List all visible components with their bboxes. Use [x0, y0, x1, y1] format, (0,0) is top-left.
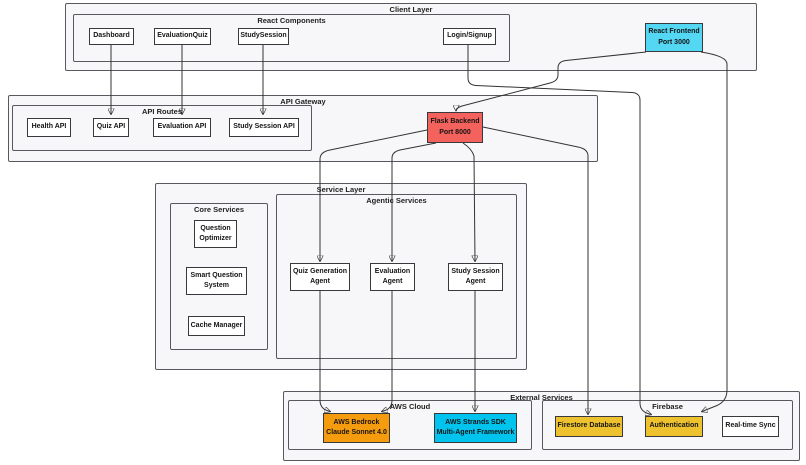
- api-routes-label: API Routes: [141, 107, 182, 116]
- node-login-signup: Login/Signup: [443, 28, 496, 45]
- aws-cloud-label: AWS Cloud: [389, 402, 431, 411]
- node-evaluation-quiz: EvaluationQuiz: [154, 28, 211, 45]
- node-authentication: Authentication: [645, 416, 703, 437]
- react-components-box: React Components: [73, 14, 510, 62]
- api-gateway-label: API Gateway: [280, 97, 326, 106]
- node-evaluation-api: Evaluation API: [153, 118, 211, 137]
- node-dashboard: Dashboard: [89, 28, 134, 45]
- node-health-api: Health API: [27, 118, 71, 137]
- firebase-label: Firebase: [652, 402, 683, 411]
- client-layer-label: Client Layer: [389, 5, 433, 14]
- core-services-label: Core Services: [193, 205, 245, 214]
- node-quiz-generation-agent: Quiz Generation Agent: [290, 263, 350, 291]
- node-question-optimizer: Question Optimizer: [194, 220, 237, 248]
- node-study-session-api: Study Session API: [229, 118, 299, 137]
- service-layer-label: Service Layer: [316, 185, 366, 194]
- node-firestore-database: Firestore Database: [555, 416, 623, 437]
- node-quiz-api: Quiz API: [93, 118, 129, 137]
- node-flask-backend: Flask Backend Port 8000: [427, 112, 483, 143]
- node-aws-strands-sdk: AWS Strands SDK Multi-Agent Framework: [434, 413, 517, 443]
- node-evaluation-agent: Evaluation Agent: [370, 263, 415, 291]
- edge-reactfrontend-authentication: [701, 51, 728, 412]
- react-components-label: React Components: [257, 16, 326, 25]
- node-study-session: StudySession: [238, 28, 289, 45]
- node-study-session-agent: Study Session Agent: [448, 263, 503, 291]
- node-cache-manager: Cache Manager: [188, 316, 245, 336]
- agentic-services-label: Agentic Services: [366, 196, 427, 205]
- node-smart-question-system: Smart Question System: [186, 267, 247, 295]
- node-react-frontend: React Frontend Port 3000: [645, 23, 703, 52]
- node-aws-bedrock: AWS Bedrock Claude Sonnet 4.0: [323, 413, 390, 443]
- node-realtime-sync: Real-time Sync: [722, 416, 779, 437]
